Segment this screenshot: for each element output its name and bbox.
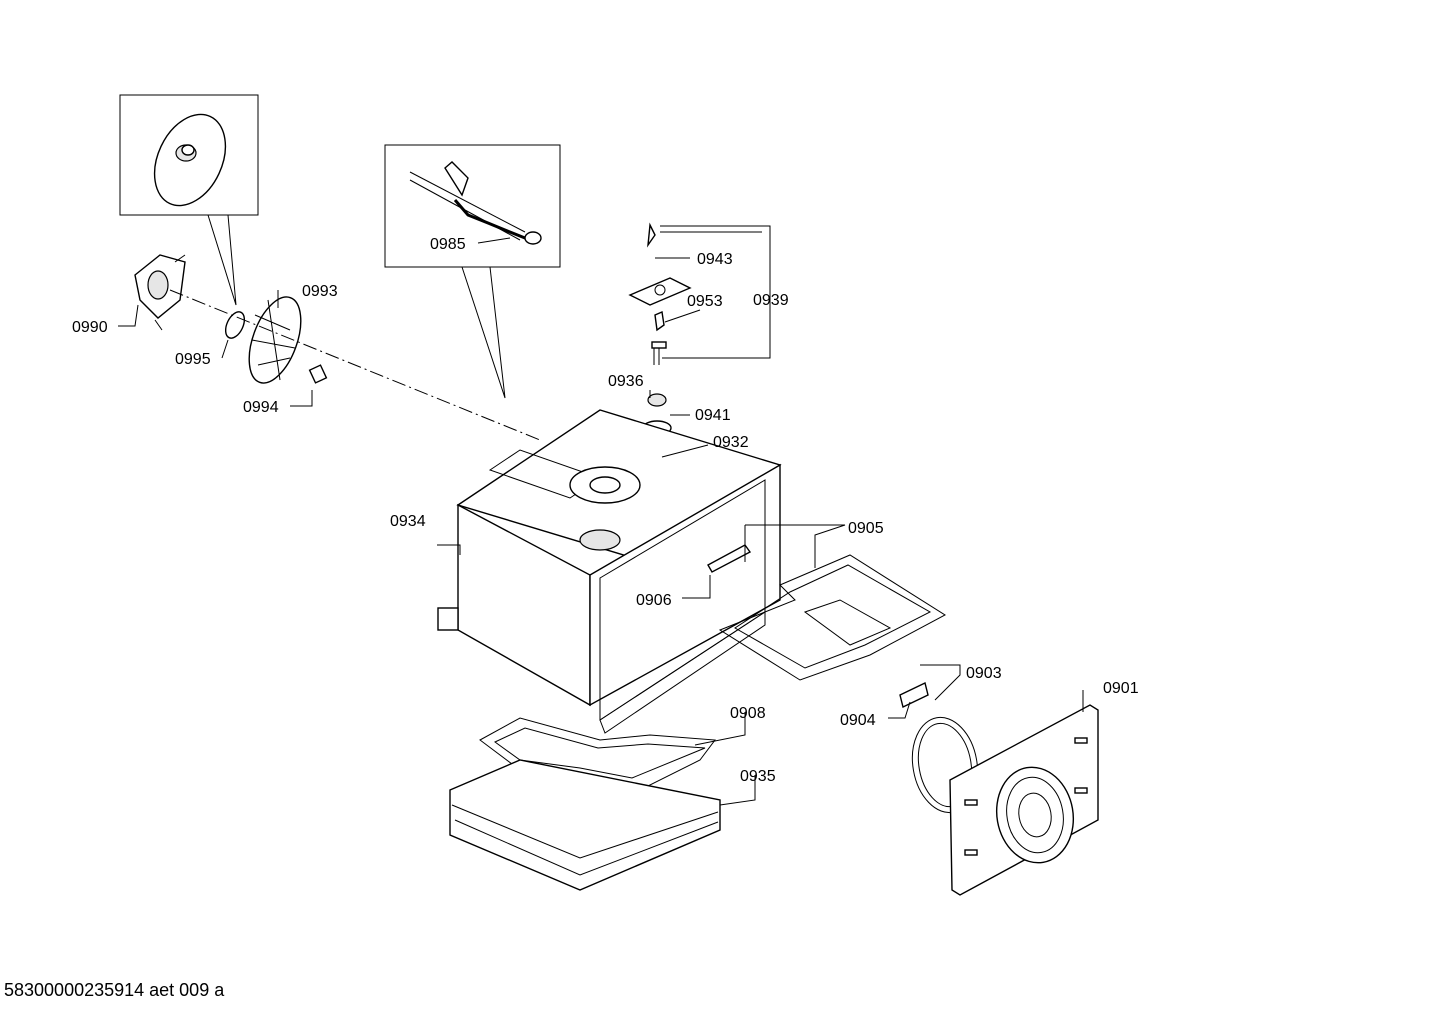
callout-0995: 0995: [175, 351, 211, 368]
callout-0932: 0932: [713, 434, 749, 451]
callout-0905: 0905: [848, 520, 884, 537]
detail-inset-fan-disc: [119, 94, 259, 306]
fan-nut: [308, 364, 328, 384]
insulation-mat: [449, 759, 721, 891]
detail-inset-sensor: [384, 144, 561, 399]
leader-lines: [118, 225, 1084, 806]
oven-cavity: [437, 409, 782, 734]
callout-0901: 0901: [1103, 680, 1139, 697]
callout-0994: 0994: [243, 399, 279, 416]
callout-0934: 0934: [390, 513, 426, 530]
callout-0941: 0941: [695, 407, 731, 424]
callout-0943: 0943: [697, 251, 733, 268]
thermostat-bracket: [628, 222, 692, 365]
callout-0904: 0904: [840, 712, 876, 729]
callout-0985: 0985: [430, 236, 466, 253]
document-id: 58300000235914 aet 009 a: [4, 980, 225, 1000]
callout-0990: 0990: [72, 319, 108, 336]
fan-wheel: [248, 296, 302, 384]
callout-0936: 0936: [608, 373, 644, 390]
callout-0906: 0906: [636, 592, 672, 609]
callout-0908: 0908: [730, 705, 766, 722]
callout-0935: 0935: [740, 768, 776, 785]
fan-motor: [134, 254, 186, 331]
callout-0903: 0903: [966, 665, 1002, 682]
top-heating-element: [707, 544, 946, 681]
axis-line-fan: [169, 289, 541, 441]
callout-0953: 0953: [687, 293, 723, 310]
rear-fan-cover: [949, 704, 1099, 896]
callout-0939: 0939: [753, 292, 789, 309]
callout-0993: 0993: [302, 283, 338, 300]
callout-labels: 0990 0995 0993 0994 0985 0943 0953 0939 …: [72, 236, 1139, 785]
fan-disc: [224, 311, 246, 339]
